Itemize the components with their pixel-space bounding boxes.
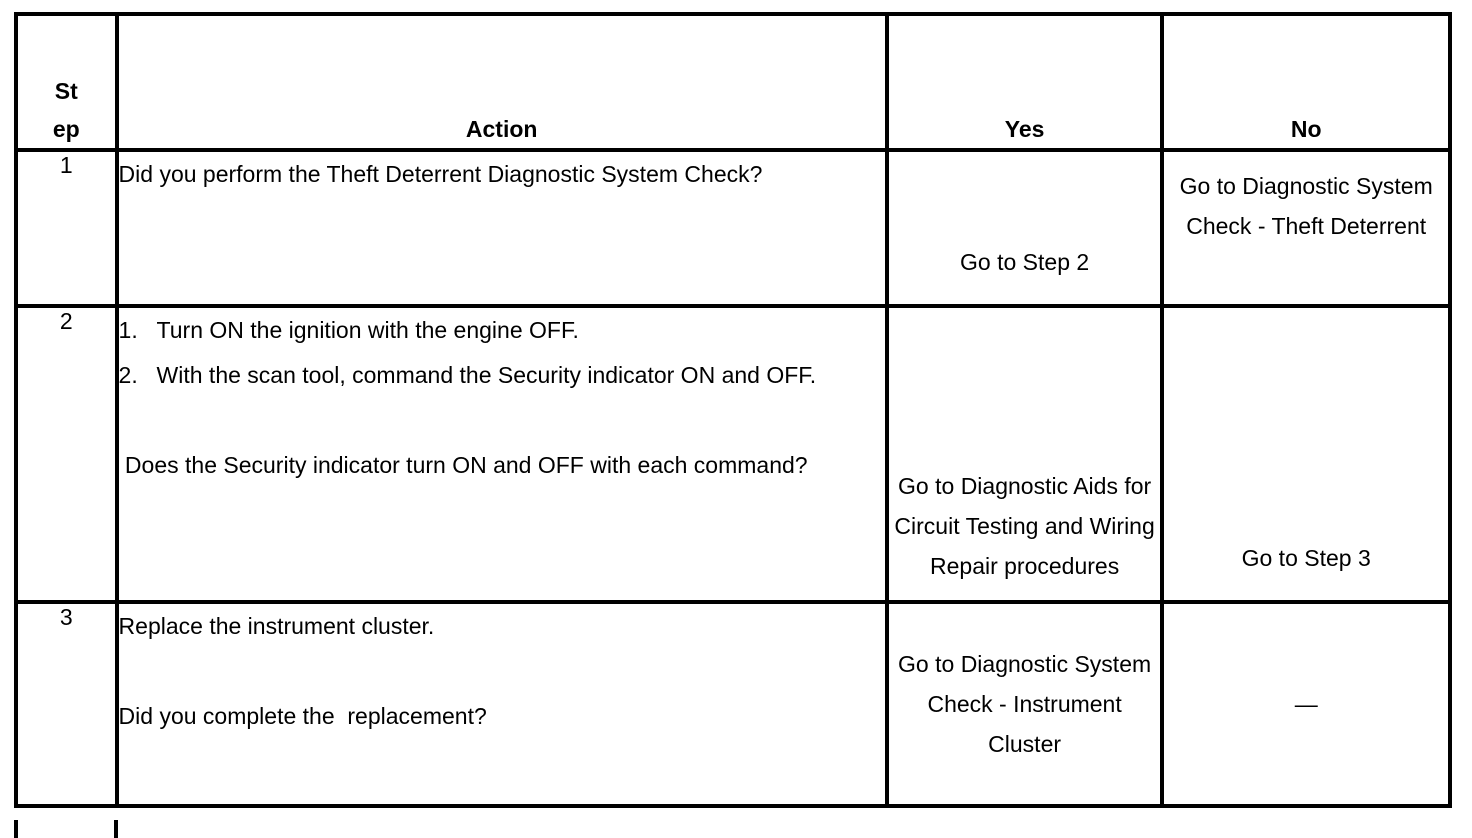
table-border-stub-step-column — [114, 820, 118, 838]
table-header-row: St ep Action Yes No — [14, 12, 1452, 152]
list-item-text: With the scan tool, command the Security… — [156, 362, 817, 388]
column-header-yes: Yes — [884, 12, 1165, 152]
diagnostic-steps-table: St ep Action Yes No 1 Did you perform th… — [14, 12, 1452, 808]
paragraph-spacer — [119, 398, 885, 443]
action-question: Did you complete the replacement? — [118, 703, 487, 729]
action-paragraph: Did you perform the Theft Deterrent Diag… — [118, 161, 763, 187]
table-border-stub-left — [14, 820, 18, 838]
list-item-text: Turn ON the ignition with the engine OFF… — [156, 317, 579, 343]
no-outcome: — — [1160, 600, 1452, 808]
column-header-step-line1: St — [54, 78, 78, 104]
action-cell: Replace the instrument cluster. Did you … — [114, 600, 889, 808]
step-number: 2 — [14, 304, 119, 604]
yes-outcome: Go to Diagnostic Aids for Circuit Testin… — [884, 304, 1165, 604]
table-row: 1 Did you perform the Theft Deterrent Di… — [14, 148, 1452, 308]
yes-outcome: Go to Diagnostic System Check - Instrume… — [884, 600, 1165, 808]
action-question: Does the Security indicator turn ON and … — [118, 452, 808, 478]
action-cell: Did you perform the Theft Deterrent Diag… — [114, 148, 889, 308]
action-step-list: 1. Turn ON the ignition with the engine O… — [119, 308, 885, 398]
column-header-action: Action — [114, 12, 889, 152]
column-header-no: No — [1160, 12, 1452, 152]
column-header-step-line2: ep — [52, 116, 80, 142]
list-item: 1. Turn ON the ignition with the engine O… — [119, 308, 885, 353]
paragraph-spacer — [119, 649, 885, 694]
step-number: 1 — [14, 148, 119, 308]
action-cell: 1. Turn ON the ignition with the engine O… — [114, 304, 889, 604]
action-statement: Replace the instrument cluster. — [118, 613, 435, 639]
list-item-number: 2. — [118, 362, 138, 388]
no-outcome: Go to Step 3 — [1160, 304, 1452, 604]
step-number: 3 — [14, 600, 119, 808]
column-header-step: St ep — [14, 12, 119, 152]
list-item-number: 1. — [118, 317, 138, 343]
list-item: 2. With the scan tool, command the Securi… — [119, 353, 885, 398]
table-row: 2 1. Turn ON the ignition with the engine… — [14, 304, 1452, 604]
yes-outcome: Go to Step 2 — [884, 148, 1165, 308]
no-outcome: Go to Diagnostic System Check - Theft De… — [1160, 148, 1452, 308]
table-row: 3 Replace the instrument cluster. Did yo… — [14, 600, 1452, 808]
